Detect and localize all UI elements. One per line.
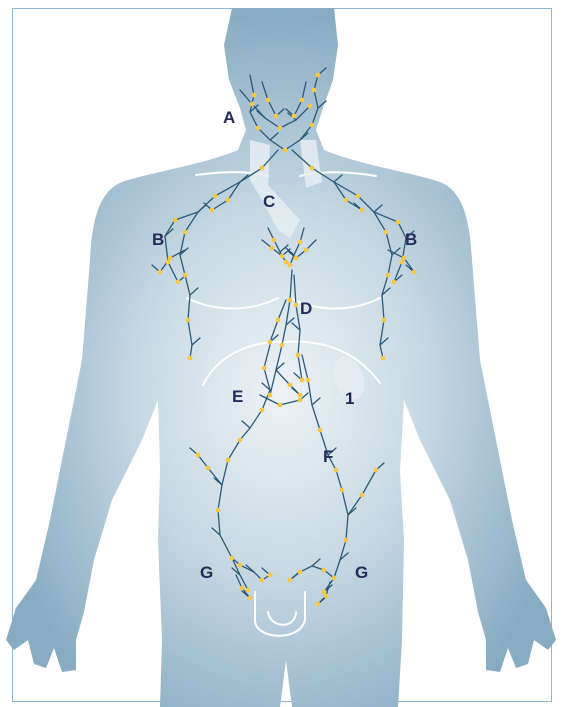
lymph-node bbox=[173, 218, 178, 223]
lymph-node bbox=[332, 576, 337, 581]
lymph-node bbox=[272, 238, 277, 243]
label-1: 1 bbox=[345, 389, 354, 408]
lymph-node bbox=[248, 596, 253, 601]
label-g-right: G bbox=[200, 563, 213, 582]
lymph-node bbox=[310, 123, 315, 128]
lymph-node bbox=[168, 256, 173, 261]
label-e: E bbox=[232, 387, 243, 406]
lymph-node bbox=[322, 568, 327, 573]
lymph-node bbox=[340, 488, 345, 493]
label-b-left: B bbox=[405, 230, 417, 249]
label-a: A bbox=[223, 108, 235, 127]
lymph-node bbox=[188, 356, 193, 361]
lymph-node bbox=[318, 428, 323, 433]
lymph-node bbox=[260, 166, 265, 171]
lymph-node bbox=[176, 280, 181, 285]
lymph-node bbox=[158, 270, 163, 275]
lymph-node bbox=[238, 438, 243, 443]
lymph-node bbox=[298, 398, 303, 403]
label-f: F bbox=[323, 447, 333, 466]
lymph-node bbox=[312, 88, 317, 93]
lymph-node bbox=[298, 240, 303, 245]
lymph-node bbox=[226, 198, 231, 203]
lymph-node bbox=[246, 588, 251, 593]
lymph-node bbox=[238, 563, 243, 568]
lymph-node bbox=[392, 280, 397, 285]
lymph-node bbox=[196, 453, 201, 458]
lymph-node bbox=[210, 208, 215, 213]
lymph-node bbox=[278, 403, 283, 408]
lymph-node bbox=[382, 318, 387, 323]
lymph-node bbox=[412, 270, 417, 275]
lymph-node bbox=[308, 104, 313, 109]
lymph-node bbox=[304, 248, 309, 253]
lymph-node bbox=[283, 148, 288, 153]
lymph-node bbox=[402, 256, 407, 261]
lymph-node bbox=[294, 303, 299, 308]
lymph-node bbox=[306, 378, 311, 383]
lymph-node bbox=[250, 102, 255, 107]
lymph-node bbox=[288, 578, 293, 583]
lymph-node bbox=[186, 318, 191, 323]
lymph-node bbox=[310, 166, 315, 171]
lymph-node bbox=[226, 458, 231, 463]
lymph-node bbox=[360, 208, 365, 213]
lymph-node bbox=[334, 468, 339, 473]
lymph-node bbox=[284, 260, 289, 265]
lymph-node bbox=[278, 126, 283, 131]
lymph-node bbox=[280, 254, 285, 259]
lymph-node bbox=[288, 298, 293, 303]
lymph-node bbox=[288, 383, 293, 388]
lymph-node bbox=[298, 393, 303, 398]
lymph-node bbox=[298, 570, 303, 575]
lymph-node bbox=[384, 230, 389, 235]
lymph-node bbox=[274, 114, 279, 119]
lymph-node bbox=[324, 594, 329, 599]
lymph-node bbox=[294, 256, 299, 261]
lymph-node bbox=[276, 318, 281, 323]
body-silhouette bbox=[6, 8, 556, 707]
lymph-node bbox=[216, 508, 221, 513]
lymph-node bbox=[230, 556, 235, 561]
lymph-node bbox=[256, 126, 261, 131]
lymph-node bbox=[268, 393, 273, 398]
lymph-node bbox=[396, 220, 401, 225]
lymph-node bbox=[300, 98, 305, 103]
lymph-node bbox=[260, 578, 265, 583]
lymph-node bbox=[262, 366, 267, 371]
lymph-node bbox=[183, 273, 188, 278]
lymph-node bbox=[268, 340, 273, 345]
lymph-node bbox=[240, 586, 245, 591]
lymph-node bbox=[206, 466, 211, 471]
lymph-node bbox=[252, 93, 257, 98]
lymph-node bbox=[260, 408, 265, 413]
lymph-node bbox=[360, 493, 365, 498]
lymph-node bbox=[288, 263, 293, 268]
lymph-node bbox=[316, 602, 321, 607]
lymph-node bbox=[344, 198, 349, 203]
lymph-node bbox=[183, 230, 188, 235]
lymph-node bbox=[270, 246, 275, 251]
lymph-node bbox=[268, 573, 273, 578]
label-d: D bbox=[300, 299, 312, 318]
lymph-node bbox=[356, 194, 361, 199]
label-c: C bbox=[263, 192, 275, 211]
lymph-node bbox=[292, 114, 297, 119]
lymph-node bbox=[316, 73, 321, 78]
lymph-node bbox=[344, 538, 349, 543]
lymph-node bbox=[296, 353, 301, 358]
lymph-node bbox=[266, 98, 271, 103]
lymph-node bbox=[386, 273, 391, 278]
lymph-node bbox=[280, 343, 285, 348]
lymph-node bbox=[300, 378, 305, 383]
lymph-node bbox=[381, 356, 386, 361]
label-g-left: G bbox=[355, 563, 368, 582]
label-b-right: B bbox=[152, 230, 164, 249]
lymph-node bbox=[213, 194, 218, 199]
lymph-node bbox=[374, 468, 379, 473]
